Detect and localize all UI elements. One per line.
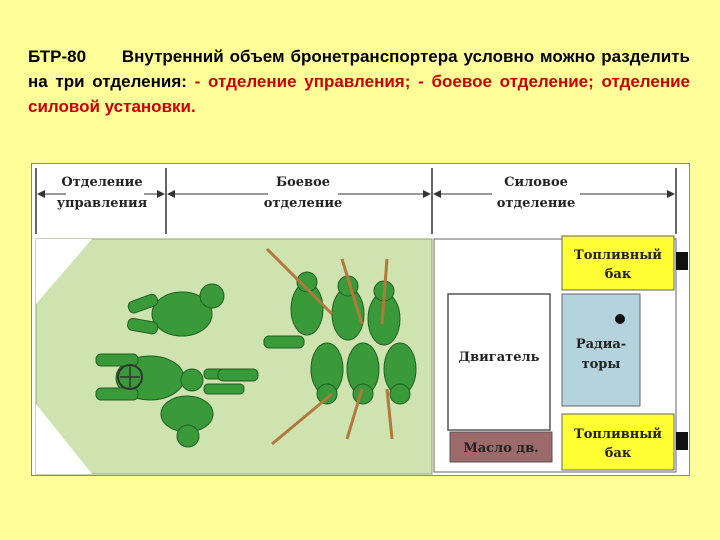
steering-wheel-icon xyxy=(117,364,143,390)
engine-oil-label: Масло дв. xyxy=(463,441,538,456)
caption-item-control: отделение управления; xyxy=(208,72,411,91)
crew-member-gunner xyxy=(160,395,214,448)
radiators-line1: Радиа- xyxy=(576,337,626,352)
fuel-tank-bottom xyxy=(561,413,675,471)
exhaust-bottom xyxy=(676,432,688,450)
crew-member-commander xyxy=(127,283,225,337)
caption-title: БТР-80 xyxy=(28,47,87,66)
exhaust-top xyxy=(676,252,688,270)
radiator-dot xyxy=(615,314,625,324)
radiators-line2: торы xyxy=(582,357,621,372)
section-combat-line1: Боевое xyxy=(276,175,330,190)
fuel-tank-top xyxy=(561,235,675,291)
layout-diagram-svg: Отделение управления Боевое отделение Си… xyxy=(32,164,689,475)
trooper-leg xyxy=(217,368,259,382)
caption-intro: Внутренний объем бронетранспортера услов… xyxy=(28,47,691,91)
section-power-line1: Силовое xyxy=(504,175,568,190)
fuel-tank-bottom-line2: бак xyxy=(605,446,632,461)
hull-front xyxy=(35,238,433,475)
trooper-3 xyxy=(367,280,401,346)
engine xyxy=(447,293,551,431)
weapons xyxy=(265,247,394,446)
layout-diagram: Отделение управления Боевое отделение Си… xyxy=(31,163,690,476)
fuel-tank-top-line2: бак xyxy=(605,267,632,282)
engine-label: Двигатель xyxy=(459,350,540,365)
hull-nose-top xyxy=(36,239,92,304)
caption: БТР-80 Внутренний объем бронетранспортер… xyxy=(28,47,691,116)
section-control-line2: управления xyxy=(57,196,148,211)
engine-oil xyxy=(449,431,553,463)
trooper-6 xyxy=(383,342,417,405)
caption-item-combat: боевое отделение; xyxy=(431,72,594,91)
section-control-line1: Отделение xyxy=(61,175,142,190)
section-combat-line2: отделение xyxy=(264,196,343,211)
caption-item-power: отделение силовой установки. xyxy=(28,72,691,116)
trooper-4 xyxy=(310,342,344,405)
trooper-5 xyxy=(346,342,380,405)
hull-nose-bottom xyxy=(36,404,92,474)
fuel-tank-top-line1: Топливный xyxy=(574,248,662,263)
radiators xyxy=(561,293,641,407)
fuel-tank-bottom-line1: Топливный xyxy=(574,427,662,442)
crew-figures xyxy=(95,271,417,448)
section-power-line2: отделение xyxy=(497,196,576,211)
trooper-leg xyxy=(263,335,305,349)
